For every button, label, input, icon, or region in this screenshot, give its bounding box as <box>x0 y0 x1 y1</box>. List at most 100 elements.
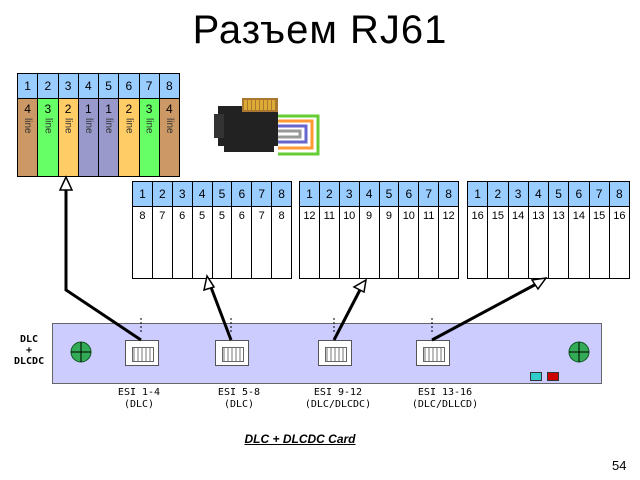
pin-header-cell: 5 <box>97 73 120 99</box>
block-header-cell: 8 <box>271 181 292 207</box>
pin-line-cell: 4 line <box>16 98 39 177</box>
pin-line-cell: 4 line <box>158 98 181 177</box>
pin-header-cell: 4 <box>77 73 100 99</box>
arrowhead <box>58 175 74 191</box>
block-value-cell: 11 <box>418 206 440 279</box>
block-value-cell: 13 <box>547 206 570 279</box>
pin-line-cell: 2 line <box>57 98 79 177</box>
block-header-cell: 2 <box>318 181 340 207</box>
port-label-3: ESI 9-12(DLC/DLCDC) <box>304 387 372 410</box>
block-value-cell: 11 <box>318 206 340 279</box>
block-value-cell: 7 <box>251 206 273 279</box>
block-value-cell: 14 <box>568 206 590 279</box>
port-label-4: ESI 13-16(DLC/DLLCD) <box>411 387 479 410</box>
pin-header-cell: 8 <box>158 73 181 99</box>
block-value-cell: 13 <box>527 206 550 279</box>
page-number: 54 <box>612 458 627 473</box>
pin-header-cell: 2 <box>37 73 59 99</box>
block-header-cell: 2 <box>151 181 173 207</box>
card-type-label: DLC + DLCDC <box>14 334 45 367</box>
pin-line-cell: 2 line <box>118 98 140 177</box>
block-header-cell: 6 <box>398 181 420 207</box>
block-header-cell: 3 <box>171 181 193 207</box>
esi-port-2[interactable] <box>215 340 249 366</box>
line-label: line <box>123 118 135 134</box>
line-label: line <box>143 118 155 134</box>
block-value-cell: 16 <box>608 206 631 279</box>
block-header-cell: 4 <box>527 181 550 207</box>
pin-header-cell: 7 <box>138 73 160 99</box>
block-header-cell: 2 <box>487 181 509 207</box>
line-number: 3 <box>145 102 153 116</box>
block-header-cell: 4 <box>358 181 380 207</box>
pin-header-cell: 6 <box>118 73 140 99</box>
pin-line-cell: 1 line <box>77 98 100 177</box>
block-header-cell: 4 <box>191 181 213 207</box>
pin-line-cell: 1 line <box>97 98 120 177</box>
block-header-cell: 7 <box>418 181 440 207</box>
block-value-cell: 5 <box>191 206 213 279</box>
block-header-cell: 6 <box>231 181 253 207</box>
block-value-cell: 8 <box>132 206 153 279</box>
line-label: line <box>42 118 54 134</box>
esi-port-1[interactable] <box>125 340 159 366</box>
line-number: 2 <box>125 102 133 116</box>
block-header-cell: 7 <box>251 181 273 207</box>
block-value-cell: 6 <box>231 206 253 279</box>
line-number: 4 <box>166 102 173 116</box>
block-header-cell: 5 <box>547 181 570 207</box>
block-value-cell: 7 <box>151 206 173 279</box>
esi-port-3[interactable] <box>318 340 352 366</box>
arrow-esi-1-4 <box>64 184 142 342</box>
card-caption: DLC + DLCDC Card <box>244 432 356 446</box>
esi-port-4[interactable] <box>416 340 450 366</box>
block-value-cell: 9 <box>358 206 380 279</box>
arrowhead <box>530 277 548 291</box>
pin-header-cell: 3 <box>57 73 79 99</box>
pin-header-cell: 1 <box>16 73 39 99</box>
block-value-cell: 15 <box>487 206 509 279</box>
block-value-cell: 16 <box>466 206 489 279</box>
block-value-cell: 8 <box>271 206 292 279</box>
line-label: line <box>62 118 74 134</box>
line-label: line <box>22 118 34 134</box>
crosshair-icon <box>70 341 92 363</box>
status-led-green <box>530 372 542 381</box>
line-number: 3 <box>44 102 52 116</box>
block-header-cell: 7 <box>588 181 610 207</box>
block-value-cell: 10 <box>338 206 360 279</box>
line-label: line <box>103 118 115 134</box>
line-number: 1 <box>85 102 92 116</box>
line-label: line <box>82 118 94 134</box>
block-value-cell: 9 <box>378 206 400 279</box>
block-header-cell: 8 <box>438 181 459 207</box>
block-value-cell: 6 <box>171 206 193 279</box>
pin-line-cell: 3 line <box>138 98 160 177</box>
status-led-red <box>547 372 559 381</box>
block-value-cell: 5 <box>211 206 233 279</box>
dlc-card <box>52 323 602 384</box>
block-value-cell: 15 <box>588 206 610 279</box>
block-header-cell: 3 <box>507 181 529 207</box>
rj61-connector-icon <box>214 98 320 156</box>
block-header-cell: 8 <box>608 181 631 207</box>
block-header-cell: 6 <box>568 181 590 207</box>
block-value-cell: 12 <box>299 206 320 279</box>
line-label: line <box>163 118 175 134</box>
block-value-cell: 14 <box>507 206 529 279</box>
block-value-cell: 10 <box>398 206 420 279</box>
line-number: 4 <box>24 102 31 116</box>
pin-line-cell: 3 line <box>37 98 59 177</box>
port-label-2: ESI 5-8(DLC) <box>217 387 261 410</box>
crosshair-icon <box>568 341 590 363</box>
line-number: 2 <box>64 102 72 116</box>
block-header-cell: 1 <box>466 181 489 207</box>
block-header-cell: 3 <box>338 181 360 207</box>
block-header-cell: 5 <box>211 181 233 207</box>
line-number: 1 <box>105 102 112 116</box>
block-header-cell: 1 <box>132 181 153 207</box>
